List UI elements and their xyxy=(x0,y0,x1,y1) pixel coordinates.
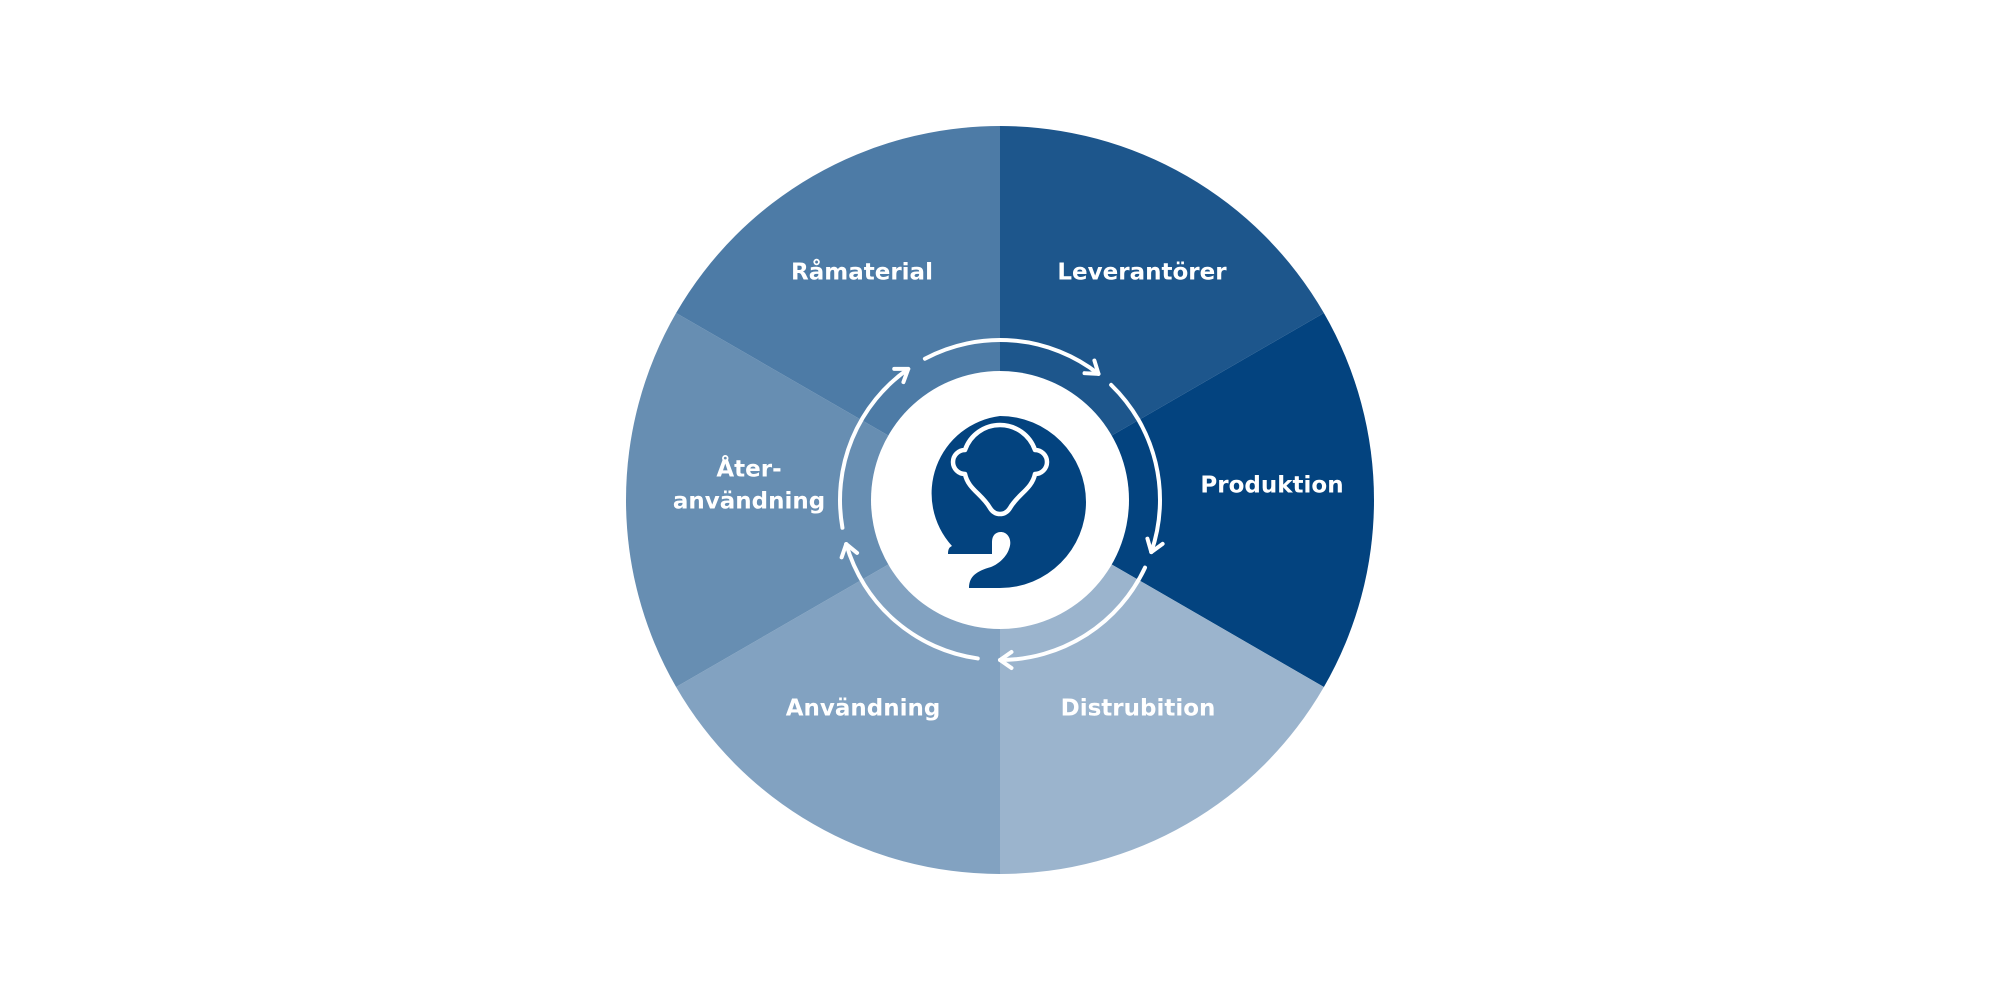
cycle-arrow xyxy=(1109,382,1162,555)
cycle-arrow xyxy=(922,338,1101,376)
arrowhead-icon xyxy=(1082,358,1101,376)
cycle-arrow xyxy=(998,565,1148,662)
arrowhead-icon xyxy=(998,649,1014,671)
sector-label: Användning xyxy=(786,696,941,722)
sector-label: Distrubition xyxy=(1061,696,1216,722)
sector-produktion xyxy=(1000,313,1374,687)
arrowhead-icon xyxy=(839,542,860,560)
sector-label: användning xyxy=(673,489,825,515)
head-question-icon xyxy=(931,416,1086,588)
sector-label: Råmaterial xyxy=(791,259,933,286)
sector-label: Produktion xyxy=(1200,473,1343,499)
arrowhead-icon xyxy=(1145,536,1165,555)
cycle-arrow xyxy=(844,542,980,661)
sector-label: Åter- xyxy=(716,455,781,483)
cycle-arrow xyxy=(838,366,911,530)
sector-label: Leverantörer xyxy=(1057,260,1227,286)
sector-återanvändning xyxy=(626,313,1000,687)
cycle-arrows xyxy=(838,338,1165,671)
arrowhead-icon xyxy=(892,366,911,385)
